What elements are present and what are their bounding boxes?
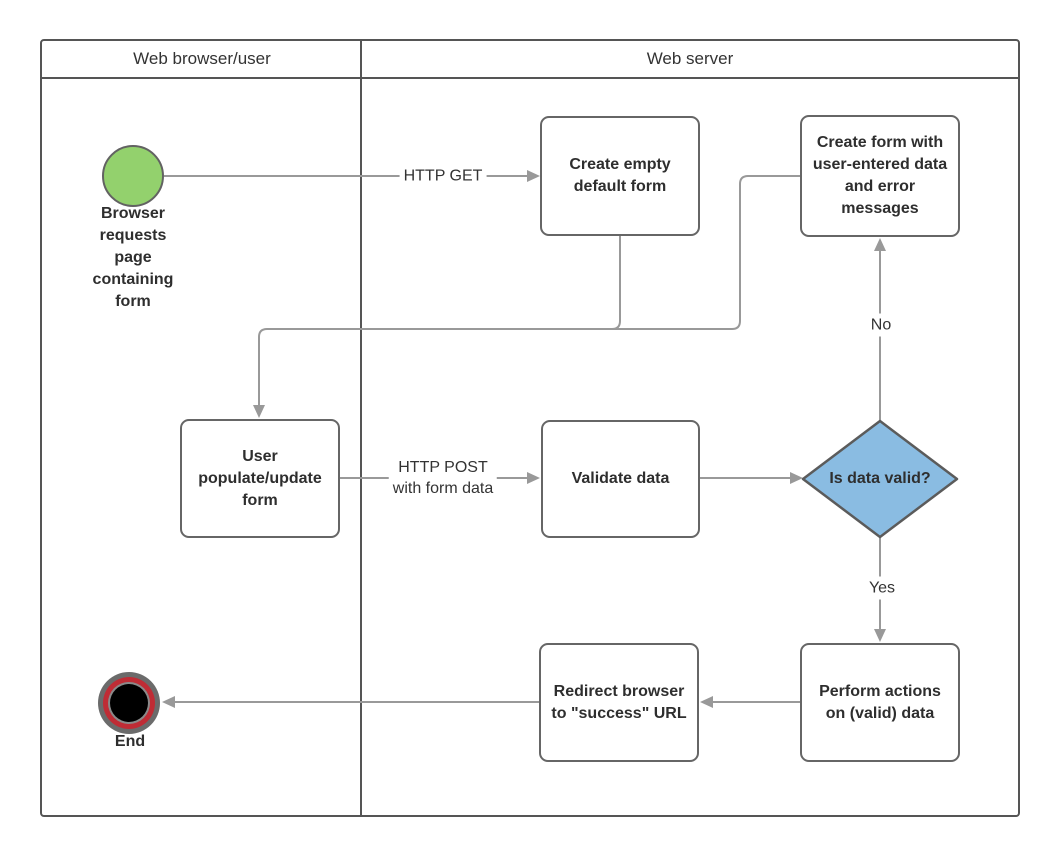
decision-is-data-valid[interactable]: Is data valid? xyxy=(801,419,959,539)
activity-create-empty-form[interactable]: Create empty default form xyxy=(540,116,700,236)
lane-header-web-browser-user: Web browser/user xyxy=(133,49,271,68)
lane-divider xyxy=(360,41,362,815)
pool-header: Web browser/user Web server xyxy=(42,41,1018,79)
decision-diamond-shape xyxy=(801,419,959,539)
activity-create-form-errors-label: Create form with user-entered data and e… xyxy=(812,134,948,217)
activity-redirect-browser[interactable]: Redirect browser to "success" URL xyxy=(539,643,699,762)
activity-redirect-browser-label: Redirect browser to "success" URL xyxy=(551,682,687,722)
activity-perform-actions[interactable]: Perform actions on (valid) data xyxy=(800,643,960,762)
activity-perform-actions-label: Perform actions on (valid) data xyxy=(819,682,941,722)
end-node-label: End xyxy=(114,733,146,750)
edge-label-http-post: HTTP POST with form data xyxy=(388,456,498,500)
edge-label-yes: Yes xyxy=(864,576,900,600)
activity-validate-data[interactable]: Validate data xyxy=(541,420,700,538)
edge-label-no: No xyxy=(866,313,896,337)
start-node-label: Browser requests page containing form xyxy=(92,205,174,310)
activity-create-empty-form-label: Create empty default form xyxy=(569,156,671,195)
edge-label-http-get: HTTP GET xyxy=(399,164,487,188)
activity-user-populate-form-label: User populate/update form xyxy=(198,447,322,509)
activity-user-populate-form[interactable]: User populate/update form xyxy=(180,419,340,538)
activity-validate-data-label: Validate data xyxy=(571,470,670,487)
start-node[interactable] xyxy=(102,145,164,207)
decision-label: Is data valid? xyxy=(829,470,931,487)
lane-header-web-server: Web server xyxy=(646,49,734,68)
activity-create-form-errors[interactable]: Create form with user-entered data and e… xyxy=(800,115,960,237)
end-node[interactable] xyxy=(98,672,160,734)
swimlane-pool: Web browser/user Web server xyxy=(40,39,1020,817)
end-node-core xyxy=(110,684,148,722)
